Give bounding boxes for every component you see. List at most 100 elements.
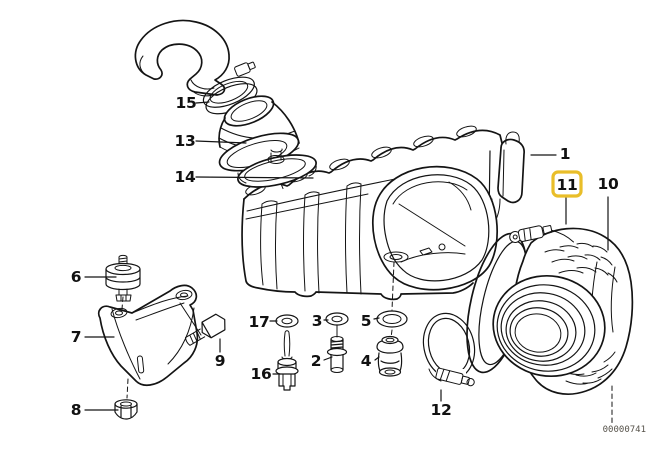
boot10-ring-6 xyxy=(514,313,562,353)
bracket7-fold-lines xyxy=(111,295,195,380)
bracket7-hole-left xyxy=(110,307,128,319)
manifold-flange-plate xyxy=(497,138,525,204)
band11-housing-slots xyxy=(523,228,532,242)
sleeve4-top xyxy=(381,335,399,345)
elbow-mouth xyxy=(139,55,147,76)
manifold-inner-boss-hole xyxy=(389,254,403,260)
callout-5[interactable]: 5 xyxy=(361,312,372,330)
manifold-opening-lip xyxy=(383,174,490,282)
sleeve4-body xyxy=(377,352,403,372)
mount6-top-hole xyxy=(114,264,132,272)
manifold-inner-stud xyxy=(438,243,446,251)
washer17-hole xyxy=(281,317,293,325)
bracket7-hole-right-inner xyxy=(180,292,188,298)
intake-boot-10 xyxy=(492,225,634,395)
callout-16[interactable]: 16 xyxy=(251,365,272,383)
sensor16-connector-lines xyxy=(282,373,292,387)
callout-2[interactable]: 2 xyxy=(311,352,322,370)
manifold-opening-outer xyxy=(371,165,498,291)
bracket7-hole-right xyxy=(175,289,193,301)
manifold-opening-inside-details xyxy=(398,181,472,263)
callout-4[interactable]: 4 xyxy=(361,352,372,370)
doc-number: 00000741 xyxy=(603,425,646,435)
callout-11[interactable]: 11 xyxy=(557,176,578,194)
clamp12-band-end xyxy=(428,368,442,382)
clamp15-screw-tip xyxy=(247,61,256,70)
rubber-mount-6 xyxy=(105,254,141,302)
sleeve4-bottom xyxy=(378,367,402,377)
nut8-top xyxy=(114,399,138,409)
clamp15-band-inner xyxy=(209,80,249,104)
sleeve4-bottom-hole xyxy=(384,369,396,375)
manifold-front-panels xyxy=(260,182,362,295)
callout-6[interactable]: 6 xyxy=(71,268,82,286)
sensor16-body-top xyxy=(277,357,297,367)
callout-11-highlighted[interactable]: 11 xyxy=(551,170,583,198)
nut8-body xyxy=(114,403,138,420)
rubber-boot-13 xyxy=(218,95,300,172)
mount6-top-stud xyxy=(118,254,128,267)
callout-8[interactable]: 8 xyxy=(71,401,82,419)
manifold-left-bottom-outline xyxy=(241,198,474,301)
washer3-hole xyxy=(331,315,343,323)
sensor16-connector xyxy=(278,373,296,391)
clamp12-screw-housing xyxy=(435,367,475,387)
ring14-hub xyxy=(267,148,285,165)
callout-3[interactable]: 3 xyxy=(312,312,323,330)
ring14-thickness xyxy=(237,164,317,184)
callout-10[interactable]: 10 xyxy=(598,175,620,193)
band11-worm-screw xyxy=(509,225,575,243)
support-bracket-7 xyxy=(97,284,199,387)
bolt9-head xyxy=(201,313,226,339)
callout-14[interactable]: 14 xyxy=(175,168,197,186)
mount6-bottom-stud xyxy=(115,288,132,302)
manifold-inner-boss xyxy=(383,251,409,263)
bracket7-outline xyxy=(97,284,199,387)
callout-9[interactable]: 9 xyxy=(215,352,226,370)
intake-manifold-1 xyxy=(241,125,525,301)
boot13-top-inner xyxy=(230,100,268,122)
rubber-sleeve-4 xyxy=(376,335,404,377)
callout-13[interactable]: 13 xyxy=(175,132,196,150)
bracket7-hole-left-inner xyxy=(115,310,123,316)
callout-leader-lines xyxy=(84,101,609,411)
screw2-threads xyxy=(330,338,344,352)
sleeve4-top-hole xyxy=(385,337,395,343)
clamp12-screw-tip xyxy=(460,375,470,385)
clamp12-housing-slots xyxy=(439,368,451,382)
band11-screw-slot xyxy=(512,234,518,240)
ring14-outer xyxy=(237,154,317,188)
callout-labels: 15 13 14 1 10 6 7 8 9 17 16 3 2 5 4 12 1… xyxy=(71,94,620,419)
sensor16-needle xyxy=(281,330,293,360)
band11-band-tail xyxy=(551,229,575,243)
screw2-bottom xyxy=(330,367,344,373)
seal-ring-5 xyxy=(376,310,408,328)
manifold-opening-inner-arc xyxy=(392,181,468,205)
band11-band-end xyxy=(542,225,553,235)
washer3-outer xyxy=(325,312,349,326)
manifold-top-runners xyxy=(243,129,503,200)
hex-nut-8 xyxy=(114,399,138,420)
hex-bolt-9 xyxy=(184,313,226,346)
boot10-hatch-top xyxy=(544,242,618,283)
elbow-outline xyxy=(134,19,230,96)
callout-7[interactable]: 7 xyxy=(71,328,82,346)
callout-1[interactable]: 1 xyxy=(560,145,571,163)
sensor-ring-14 xyxy=(237,148,317,188)
temp-sensor-16 xyxy=(275,330,299,391)
callout-12[interactable]: 12 xyxy=(431,401,452,419)
ring5-outer xyxy=(376,310,408,328)
callout-11-highlight-box[interactable] xyxy=(551,170,583,198)
screw2-collar xyxy=(326,347,348,357)
washer17-outer xyxy=(275,314,299,328)
callout-17[interactable]: 17 xyxy=(249,313,270,331)
boot13-top-rim xyxy=(223,95,275,127)
callout-15[interactable]: 15 xyxy=(176,94,197,112)
bracket7-slot xyxy=(136,355,145,374)
nut8-hole xyxy=(120,401,132,407)
washer-17 xyxy=(275,314,299,328)
ring5-hole xyxy=(382,314,402,324)
screw-plug-2 xyxy=(326,324,348,373)
